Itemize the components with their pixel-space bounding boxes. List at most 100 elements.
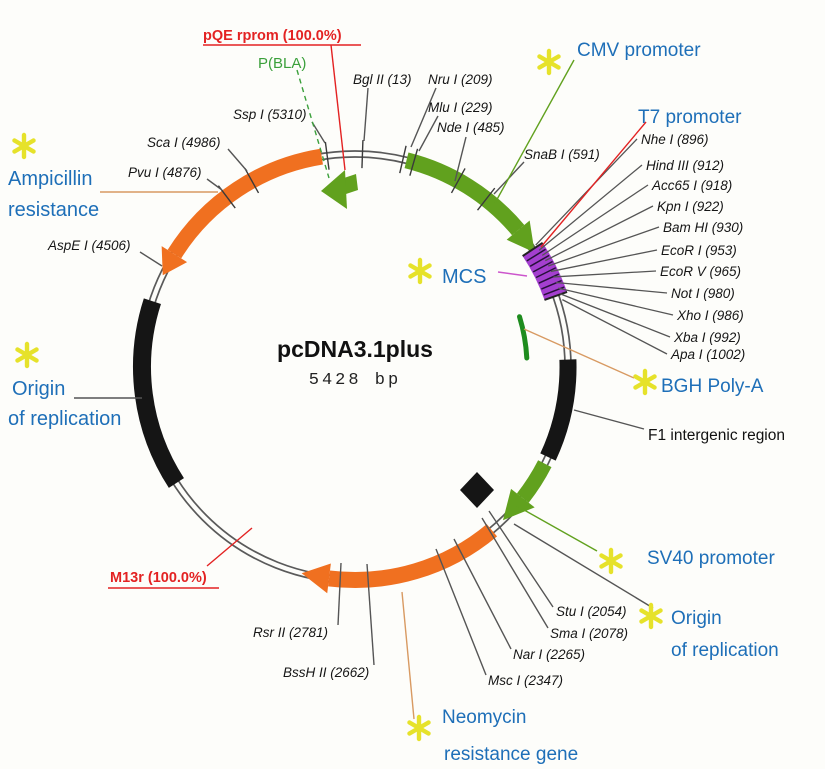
label-cmv: CMV promoter (577, 40, 701, 61)
label-neo-2: resistance gene (444, 744, 578, 765)
label-msci: Msc I (2347) (488, 673, 563, 688)
label-smai: Sma I (2078) (550, 626, 628, 641)
leader-nari (453, 538, 512, 650)
neomycin-gene-arc-head (301, 563, 331, 594)
cmv-promoter-arc-head (506, 220, 535, 253)
label-ori-br-2: of replication (671, 640, 779, 661)
leader-neo (401, 591, 415, 720)
label-nari: Nar I (2265) (513, 647, 585, 662)
restriction-tick (409, 148, 419, 176)
mcs-block-stripe (529, 254, 550, 267)
label-m13r: M13r (100.0%) (110, 570, 207, 586)
label-amp-1: Ampicillin (8, 168, 92, 190)
leader-nrui (410, 87, 437, 148)
label-ndei: Nde I (485) (437, 120, 505, 135)
label-nrui: Nru I (209) (428, 72, 493, 87)
plasmid-title: pcDNA3.1plus (277, 336, 433, 362)
leader-bgh (523, 328, 635, 379)
pbla-promoter-arrow (344, 174, 358, 194)
leader-ndei (454, 136, 467, 182)
label-noti: Not I (980) (671, 286, 735, 301)
label-pbla: P(BLA) (258, 55, 306, 72)
label-ori-l-1: Origin (12, 378, 65, 400)
label-ecorv: EcoR V (965) (660, 264, 741, 279)
mcs-fan-line (555, 281, 668, 294)
label-rsrii: Rsr II (2781) (253, 625, 328, 640)
leader-bglii (363, 87, 369, 142)
leader-stui (488, 510, 554, 608)
restriction-tick (450, 168, 466, 194)
mcs-block-edge (522, 241, 544, 257)
mcs-block-stripe (538, 273, 560, 284)
mcs-block-stripe (541, 279, 562, 290)
label-scai: Sca I (4986) (147, 135, 221, 150)
mcs-fan-line (553, 270, 657, 278)
label-amp-2: resistance (8, 199, 99, 221)
label-mcs: MCS (442, 266, 486, 288)
label-aspei: AspE I (4506) (47, 238, 131, 253)
leader-aspei (139, 251, 163, 267)
puc-origin-arc (133, 298, 184, 488)
sv40-promoter-arrow-head (502, 488, 535, 521)
label-pqe: pQE rprom (100.0%) (203, 28, 342, 44)
label-ori-br-1: Origin (671, 608, 722, 629)
mcs-block-stripe (535, 267, 557, 279)
label-neo-1: Neomycin (442, 707, 526, 728)
leader-pqe (330, 44, 346, 171)
star-neo-icon (407, 720, 431, 736)
leader-pbla (296, 69, 330, 179)
ampicillin-gene-arc-head (161, 246, 188, 276)
restriction-tick (476, 187, 496, 211)
leader-t7 (540, 121, 647, 248)
mcs-fan-line (558, 287, 674, 316)
label-xhoi: Xho I (986) (676, 308, 744, 323)
label-apai: Apa I (1002) (670, 347, 745, 362)
leader-mcs (497, 271, 528, 277)
mcs-block-edge (544, 290, 568, 301)
mcs-block-stripe (526, 248, 546, 262)
ampicillin-gene-arc (167, 148, 324, 259)
label-t7: T7 promoter (638, 107, 742, 128)
cmv-promoter-arc (404, 152, 525, 236)
mcs-fan-line (550, 249, 658, 273)
label-bglii: Bgl II (13) (353, 72, 412, 87)
label-bgh: BGH Poly-A (661, 376, 764, 397)
neomycin-gene-arc (328, 524, 498, 588)
leader-f1 (573, 409, 645, 430)
mcs-fan-line (545, 205, 654, 262)
star-sv40-icon (599, 553, 623, 569)
label-nhei: Nhe I (896) (641, 132, 709, 147)
label-sv40: SV40 promoter (647, 548, 775, 569)
mcs-block (522, 242, 568, 301)
restriction-tick (399, 145, 407, 174)
leader-cmv (494, 59, 575, 204)
sv40-promoter-arrow (516, 460, 552, 503)
star-amp-icon (12, 138, 36, 154)
label-stui: Stu I (2054) (556, 604, 627, 619)
leader-scai (227, 148, 248, 172)
label-bamhi: Bam HI (930) (663, 220, 743, 235)
label-acc65i: Acc65 I (918) (651, 178, 732, 193)
mcs-fan-line (538, 164, 643, 251)
restriction-tick (361, 140, 364, 169)
leader-sv40 (516, 505, 598, 552)
label-hindiii: Hind III (912) (646, 158, 724, 173)
leader-mlui (418, 115, 439, 152)
leader-pvui (206, 178, 223, 191)
label-f1: F1 intergenic region (648, 427, 785, 444)
mcs-block-stripe (532, 260, 553, 273)
mcs-fan-line (541, 184, 649, 256)
label-bsshii: BssH II (2662) (283, 665, 369, 680)
leader-ori-right (513, 523, 654, 609)
label-ecori: EcoR I (953) (661, 243, 737, 258)
label-sspi: Ssp I (5310) (233, 107, 307, 122)
mcs-fan-line (562, 299, 668, 355)
pbla-promoter-arrow-head (321, 170, 347, 209)
leader-smai (481, 517, 549, 629)
leader-msci (435, 548, 487, 676)
label-xbai: Xba I (992) (673, 330, 741, 345)
label-mlui: Mlu I (229) (428, 100, 493, 115)
restriction-tick (324, 141, 330, 170)
